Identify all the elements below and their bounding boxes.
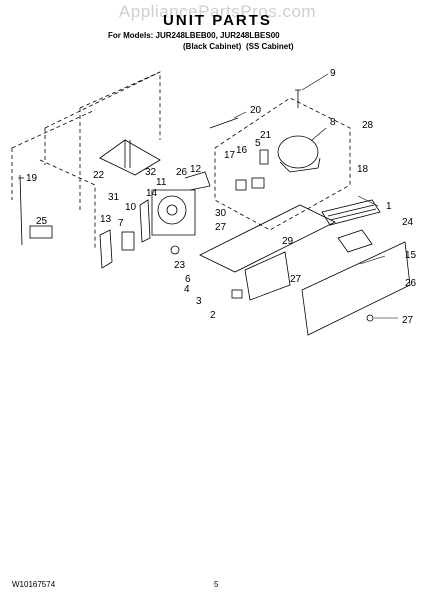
callout-c11: 11	[156, 177, 167, 188]
callout-c12: 12	[190, 164, 202, 175]
callout-c2: 2	[210, 310, 216, 321]
callout-c22: 22	[93, 170, 105, 181]
callout-c26b: 26	[405, 278, 417, 289]
leader-line	[301, 73, 329, 91]
fan-motor	[157, 195, 187, 225]
fitting	[295, 89, 301, 108]
callout-c13: 13	[100, 214, 112, 225]
callout-c28: 28	[362, 120, 374, 131]
cabinet-ss: (SS Cabinet)	[246, 42, 294, 51]
document-number: W10167574	[12, 580, 56, 589]
fan-shroud	[151, 189, 196, 236]
compartment-outline	[11, 71, 161, 210]
callout-c31: 31	[108, 192, 120, 203]
leader-lines	[233, 73, 398, 319]
leader-line	[311, 127, 327, 141]
callout-c3: 3	[196, 296, 202, 307]
cabinet-black: (Black Cabinet)	[183, 42, 242, 51]
condenser-coil	[321, 199, 381, 226]
callouts: 1234567891011121314151617181920212223242…	[26, 68, 417, 326]
watermark: AppliancePartsPros.com	[118, 2, 317, 21]
leader-line	[233, 111, 247, 119]
callout-c19: 19	[26, 173, 38, 184]
callout-c30: 30	[215, 208, 227, 219]
compressor	[277, 135, 319, 169]
left-bracket	[99, 229, 113, 269]
callout-c26a: 26	[176, 167, 188, 178]
callout-c9: 9	[330, 68, 336, 79]
cord-clamp	[29, 225, 53, 239]
callout-c8: 8	[330, 117, 336, 128]
drain-channel	[99, 139, 161, 176]
callout-c16: 16	[236, 145, 248, 156]
grommet	[231, 289, 243, 299]
callout-c4: 4	[184, 284, 190, 295]
drain-tube	[209, 117, 239, 129]
switch	[121, 231, 135, 251]
diagram-drawing	[11, 71, 411, 336]
page-number: 5	[214, 580, 219, 589]
callout-c24: 24	[402, 217, 414, 228]
callout-c29: 29	[282, 236, 294, 247]
insulation-pad	[337, 229, 373, 253]
callout-c14: 14	[146, 188, 158, 199]
callout-c7: 7	[118, 218, 124, 229]
leader-line	[357, 195, 379, 207]
callout-c23: 23	[174, 260, 186, 271]
overload	[235, 179, 247, 191]
page-title: UNIT PARTS	[163, 12, 272, 29]
mount-bracket	[244, 251, 291, 301]
callout-c18: 18	[357, 164, 369, 175]
compressor-base	[279, 157, 321, 173]
callout-c17: 17	[224, 150, 236, 161]
screw	[366, 314, 374, 322]
models-line: For Models: JUR248LBEB00, JUR248LBES00	[108, 31, 280, 40]
drain-channel-post	[124, 140, 131, 168]
condenser-coil-line	[327, 204, 377, 221]
callout-c32: 32	[145, 167, 157, 178]
callout-c10: 10	[125, 202, 137, 213]
leader-line	[359, 255, 386, 265]
callout-c21: 21	[260, 130, 272, 141]
grommet-23	[170, 245, 180, 255]
power-cord	[18, 174, 24, 246]
fan-motor-hub	[166, 204, 178, 216]
fan-blade	[184, 171, 211, 191]
callout-c20: 20	[250, 105, 262, 116]
base-plate	[199, 204, 336, 273]
terminal-cover	[259, 149, 269, 165]
access-panel	[301, 241, 411, 336]
callout-c27b: 27	[290, 274, 302, 285]
callout-c27c: 27	[402, 315, 414, 326]
vertical-bracket	[139, 199, 151, 243]
compartment-line	[39, 159, 96, 250]
callout-c27a: 27	[215, 222, 227, 233]
callout-c25: 25	[36, 216, 48, 227]
callout-c5: 5	[255, 138, 261, 149]
callout-c6: 6	[185, 274, 191, 285]
relay	[251, 177, 265, 189]
callout-c1: 1	[386, 201, 392, 212]
callout-c15: 15	[405, 250, 417, 261]
